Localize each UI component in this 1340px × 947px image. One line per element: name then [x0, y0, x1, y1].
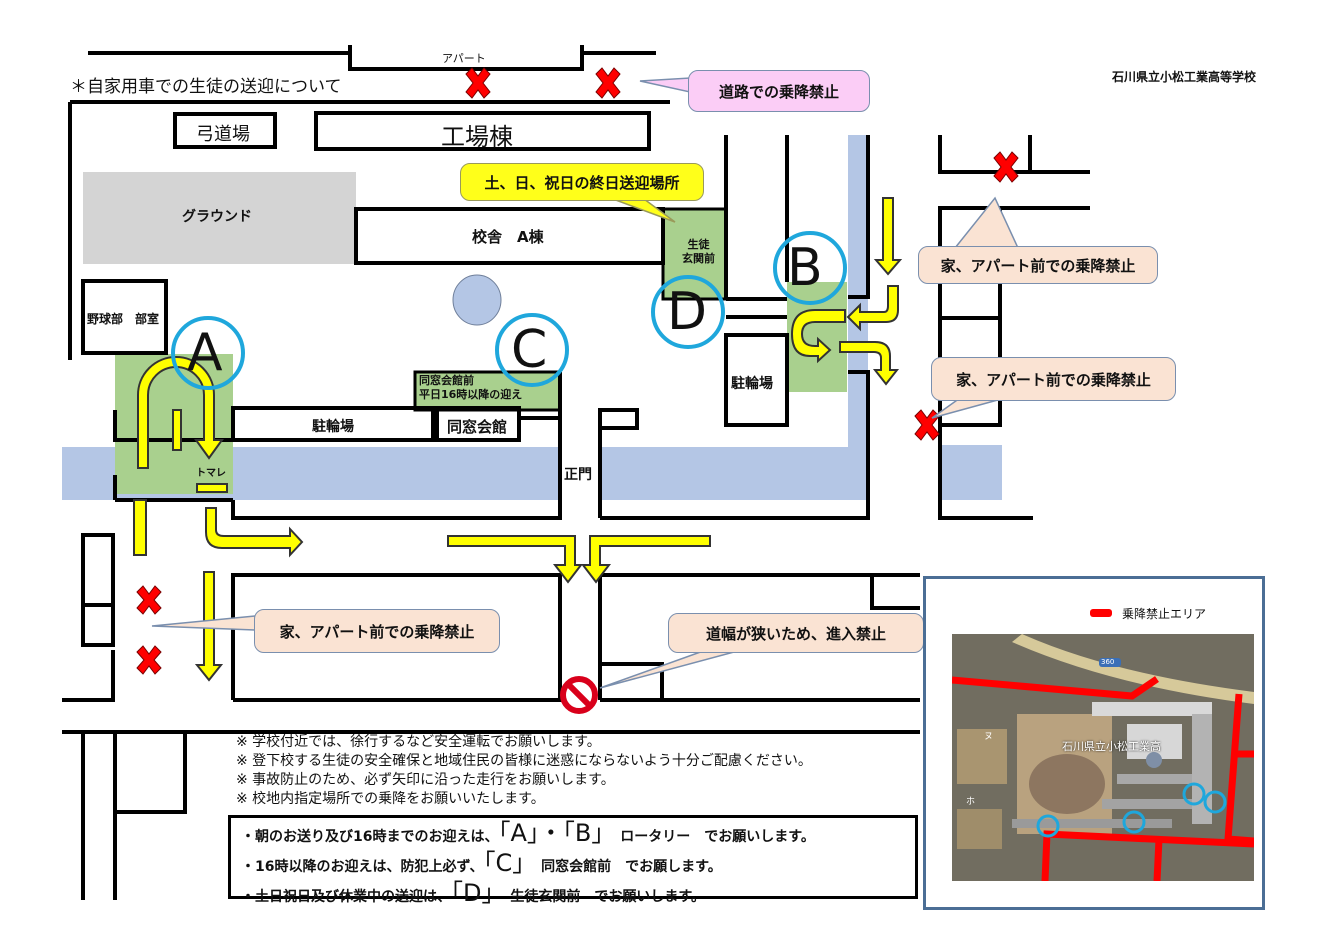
alumni-front-label: 同窓会館前 平日16時以降の迎え [419, 374, 523, 401]
road-band-middle [600, 447, 858, 500]
inset-map-label: 石川県立小松工業高 [1062, 740, 1161, 753]
baseball-club-room-label: 野球部 部室 [87, 312, 160, 326]
callout-house-no-stop-2: 家、アパート前での乗降禁止 [931, 357, 1176, 401]
apartment-label: アパート [442, 52, 486, 65]
notes-list: ※ 学校付近では、徐行するなど安全運転でお願いします。 ※ 登下校する生徒の安全… [236, 733, 812, 809]
ban-marks [136, 67, 1019, 675]
rule-item: ・土日祝日及び休業中の送迎は、「D」 生徒玄関前 でお願いします。 [241, 879, 705, 907]
bicycle-parking-east-label: 駐輪場 [731, 376, 773, 392]
callout-weekend-pickup: 土、日、祝日の終日送迎場所 [460, 163, 704, 201]
marker-b: B [787, 238, 823, 298]
callout-house-no-stop-3: 家、アパート前での乗降禁止 [254, 609, 500, 653]
satellite-drawing [952, 634, 1254, 881]
alumni-hall-label: 同窓会館 [447, 418, 508, 436]
place-label: ヌ [984, 732, 994, 742]
note-item: ※ 校地内指定場所での乗降をお願いいたします。 [236, 791, 545, 807]
ground-label: グラウンド [182, 209, 252, 225]
marker-d: D [667, 282, 708, 342]
page-title: ＊自家用車での生徒の送迎について [70, 77, 342, 97]
bicycle-parking-label: 駐輪場 [312, 419, 354, 435]
stop-label: トマレ [196, 468, 226, 479]
arrow-a-uturn [137, 356, 224, 469]
zone-c [413, 370, 562, 412]
pickup-rules-box: ・朝のお送り及び16時までのお迎えは、「A」・「B」 ロータリー でお願いします… [228, 815, 918, 906]
marker-c: C [511, 320, 548, 380]
satellite-image: 360 石川県立小松工業高 ヌ ホ [952, 634, 1254, 881]
note-item: ※ 事故防止のため、必ず矢印に沿った走行をお願いします。 [236, 772, 615, 788]
legend-label: 乗降禁止エリア [1122, 607, 1207, 621]
marker-a: A [187, 323, 223, 383]
stop-line [196, 483, 228, 493]
legend-swatch [1090, 609, 1112, 617]
factory-building-label: 工場棟 [441, 123, 513, 151]
ground-area [83, 172, 356, 264]
marker-ring-c [495, 313, 569, 387]
road-band-east [942, 445, 1002, 500]
marker-ring-b [773, 231, 847, 305]
callout-narrow-road: 道幅が狭いため、進入禁止 [668, 613, 924, 653]
main-gate-label: 正門 [564, 467, 592, 483]
place-label: ホ [966, 797, 976, 807]
route-number: 360 [1101, 658, 1115, 666]
student-entrance-label: 生徒 玄関前 [682, 238, 715, 265]
marker-ring-d [651, 275, 725, 349]
marker-bar [172, 409, 182, 451]
rule-item: ・16時以降のお迎えは、防犯上必ず、「C」 同窓会館前 でお願します。 [241, 849, 722, 877]
inset-aerial-map: 乗降禁止エリア [923, 576, 1265, 910]
kyudojo-label: 弓道場 [196, 124, 250, 145]
pond [452, 274, 502, 326]
callout-house-no-stop-1: 家、アパート前での乗降禁止 [918, 246, 1158, 284]
marker-ring-a [171, 316, 245, 390]
no-entry-icon [560, 676, 598, 714]
note-item: ※ 登下校する生徒の安全確保と地域住民の皆様に迷惑にならないよう十分ご配慮くださ… [236, 753, 812, 769]
note-item: ※ 学校付近では、徐行するなど安全運転でお願いします。 [236, 734, 601, 750]
callout-road-no-stop: 道路での乗降禁止 [688, 70, 870, 112]
rule-item: ・朝のお送り及び16時までのお迎えは、「A」・「B」 ロータリー でお願いします… [241, 819, 815, 847]
school-name: 石川県立小松工業高等学校 [1112, 70, 1257, 84]
school-building-a-label: 校舎 A棟 [472, 228, 544, 246]
